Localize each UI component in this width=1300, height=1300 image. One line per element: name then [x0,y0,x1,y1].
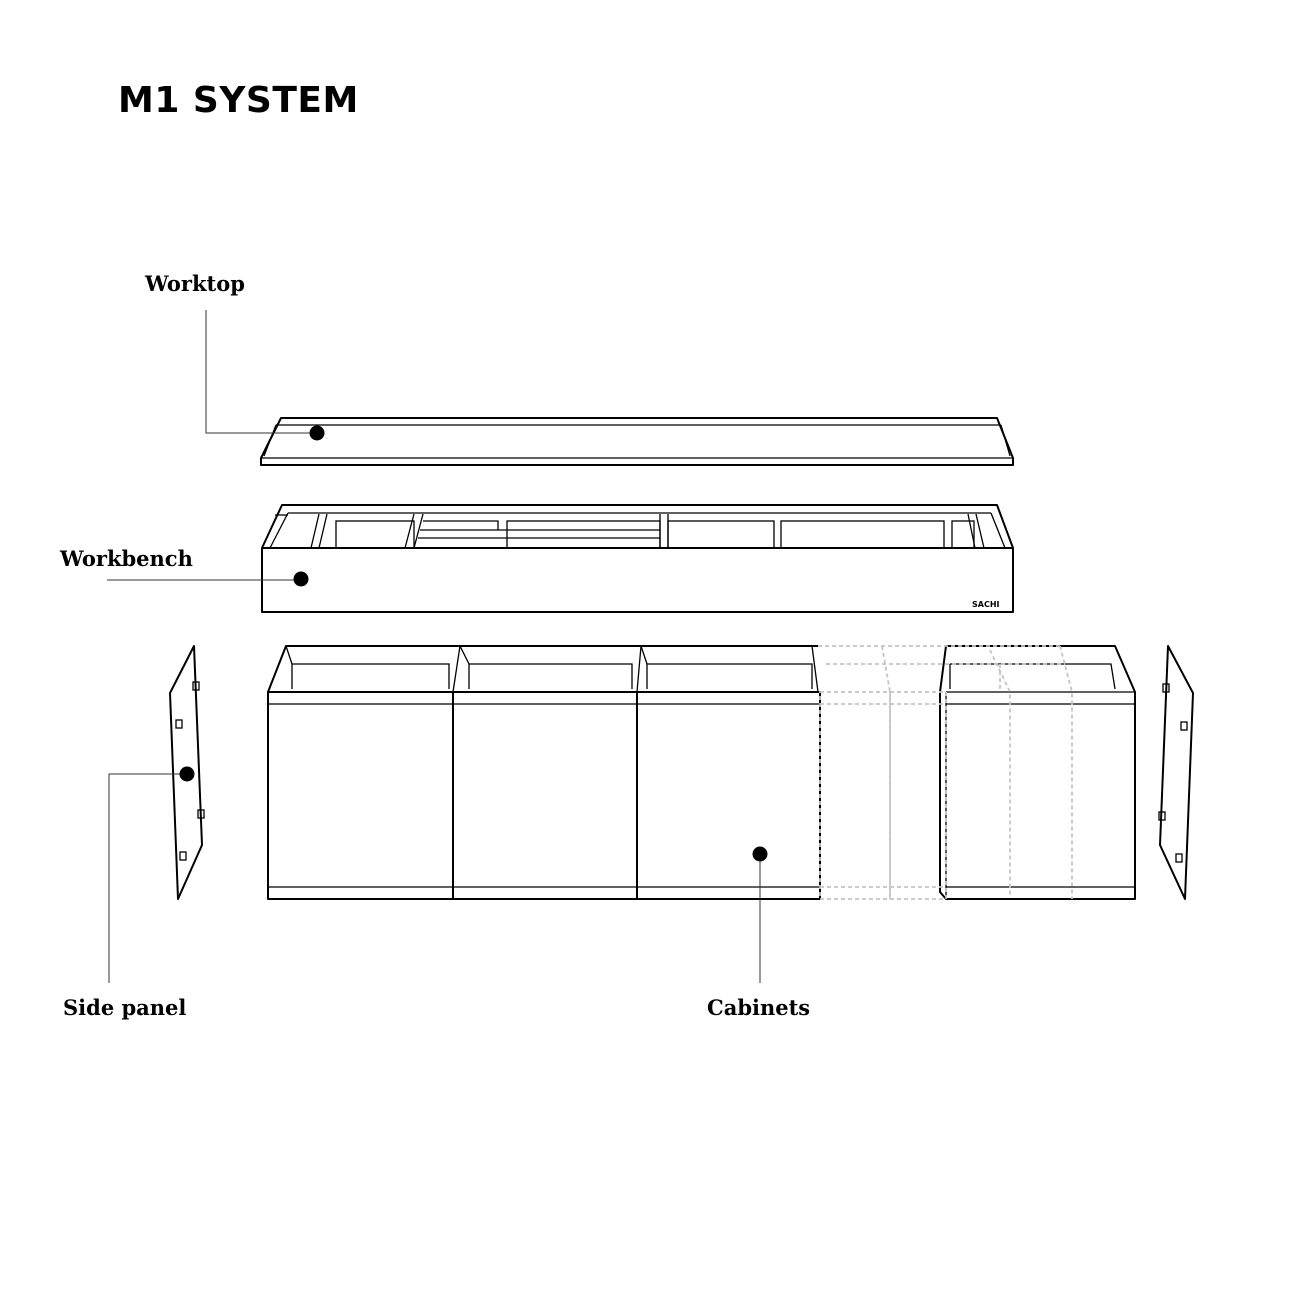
side-panel-right-drawing [1158,645,1194,900]
side-panel-callout-dot [179,766,195,782]
leader-cabinets [752,846,768,983]
worktop-drawing [260,417,1014,466]
side-panel-label: Side panel [63,995,187,1020]
optional-cabinet-outline [818,645,1073,900]
leader-side-panel [108,766,195,983]
leader-workbench [107,571,309,587]
workbench-callout-dot [293,571,309,587]
workbench-drawing: SACHI [261,504,1014,613]
cabinets-label: Cabinets [707,995,811,1020]
workbench-label: Workbench [60,546,193,571]
worktop-label: Worktop [145,271,245,296]
worktop-callout-dot [309,425,325,441]
leader-worktop [205,310,325,441]
brand-mark: SACHI [972,600,1000,609]
cabinets-callout-dot [752,846,768,862]
side-panel-left-drawing [169,645,205,900]
cabinets-drawing [267,645,1136,900]
page-title: M1 SYSTEM [118,80,359,121]
